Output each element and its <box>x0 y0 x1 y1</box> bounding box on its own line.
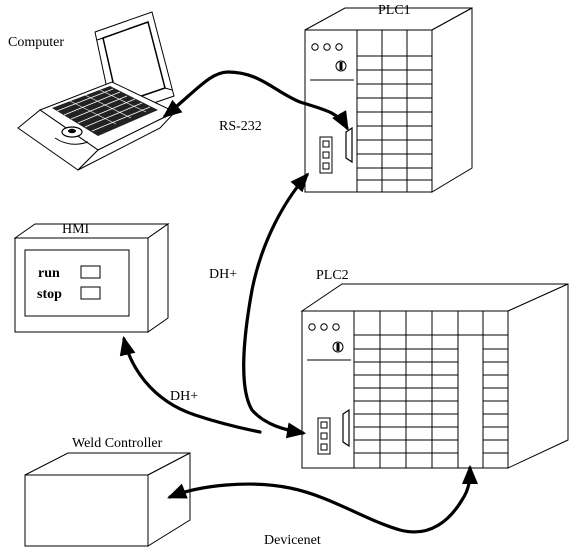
rs232-label: RS-232 <box>219 119 262 134</box>
plc1-rack <box>304 7 473 193</box>
weld-controller-label: Weld Controller <box>72 436 163 451</box>
devicenet-cable <box>167 464 478 534</box>
led-icon <box>335 43 343 51</box>
led-icon <box>323 43 331 51</box>
stop-button <box>80 286 101 300</box>
dh-plus-plc-cable <box>242 172 310 439</box>
computer-label: Computer <box>8 35 64 50</box>
serial-port-icon <box>342 408 350 448</box>
dh-plus-hmi-cable <box>119 335 262 434</box>
devicenet-label: Devicenet <box>264 533 321 548</box>
led-icon <box>320 323 328 331</box>
plc1-label: PLC1 <box>378 3 411 18</box>
serial-port-icon <box>345 126 353 164</box>
dh-plus-label-2: DH+ <box>170 389 198 404</box>
plc2-side <box>507 283 569 469</box>
hmi-label: HMI <box>62 222 90 237</box>
rs232-cable <box>162 70 349 131</box>
plc1-side <box>431 7 473 193</box>
laptop-keyboard <box>52 86 158 136</box>
run-button <box>80 265 101 279</box>
hmi-top <box>13 223 170 239</box>
hmi-stop-label: stop <box>37 287 62 302</box>
plc2-label: PLC2 <box>316 268 349 283</box>
dh-plus-label-1: DH+ <box>209 267 237 282</box>
led-icon <box>332 323 340 331</box>
led-icon <box>311 43 319 51</box>
laptop-computer <box>17 11 177 171</box>
hmi-screen <box>24 249 130 317</box>
hmi-side <box>147 223 169 333</box>
hmi-run-label: run <box>38 266 60 281</box>
weld-controller-box <box>24 452 191 547</box>
plc2-rack <box>300 283 569 469</box>
hmi-panel <box>13 223 170 333</box>
weld-front <box>24 474 149 547</box>
led-icon <box>308 323 316 331</box>
